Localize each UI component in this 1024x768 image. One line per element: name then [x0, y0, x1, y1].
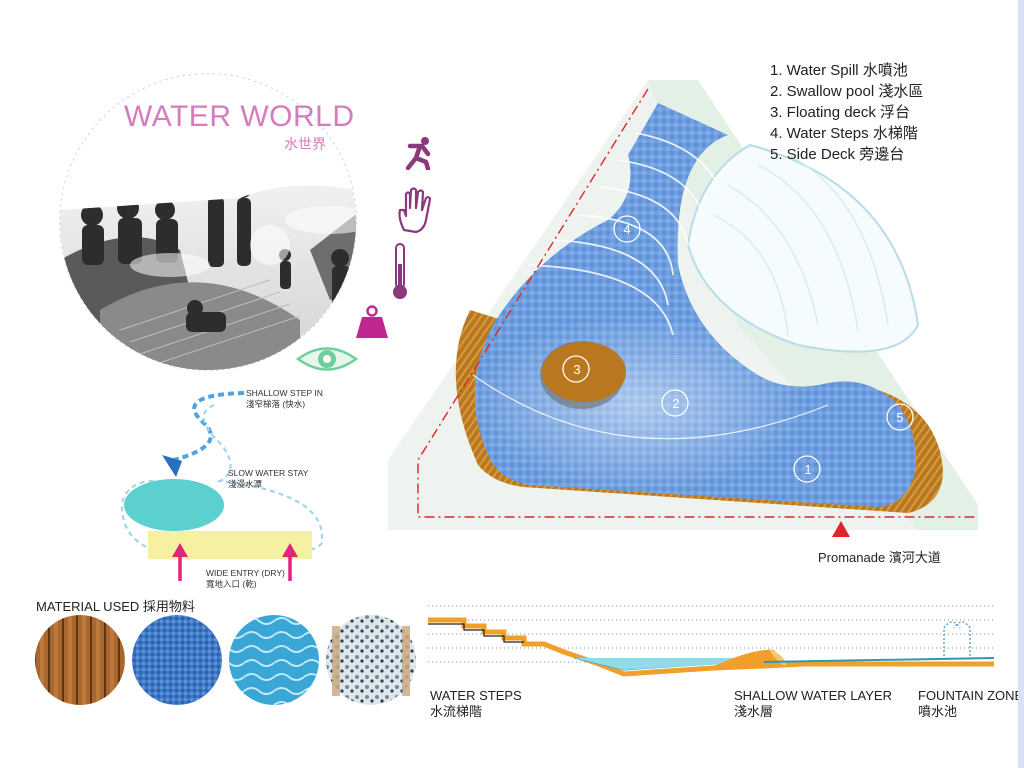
section-fountain: FOUNTAIN ZONE 噴水池: [918, 688, 1023, 720]
legend-item-3: 3. Floating deck 浮台: [770, 104, 911, 121]
legend-item-2: 2. Swallow pool 淺水區: [770, 83, 924, 100]
slow-stay-zh: 淺漫水潭: [228, 479, 263, 489]
section-water-steps: WATER STEPS 水流梯階: [430, 688, 522, 720]
materials-title: MATERIAL USED 採用物料: [36, 599, 195, 614]
hand-icon: [398, 187, 432, 234]
promenade-label: Promanade 濱河大道: [818, 550, 941, 565]
legend-item-1: 1. Water Spill 水噴池: [770, 62, 908, 79]
section-water-steps-en: WATER STEPS: [430, 688, 522, 703]
thermometer-icon: [393, 243, 407, 299]
blue-mosaic-icon: [132, 615, 222, 705]
step-in-zh: 淺窄梯落 (快水): [246, 399, 306, 409]
section-water-steps-zh: 水流梯階: [430, 704, 483, 719]
section-shallow: SHALLOW WATER LAYER 淺水層: [734, 688, 892, 720]
wide-entry-zh: 寬地入口 (乾): [206, 579, 257, 589]
wide-entry-label: WIDE ENTRY (DRY) 寬地入口 (乾): [206, 568, 285, 590]
marker-label-2: 2: [672, 396, 680, 411]
eye-icon: [296, 347, 358, 371]
page-title: WATER WORLD: [124, 100, 355, 133]
step-in-en: SHALLOW STEP IN: [246, 388, 323, 398]
weight-icon: [356, 305, 388, 338]
section-shallow-zh: 淺水層: [734, 704, 774, 719]
legend-item-4: 4. Water Steps 水梯階: [770, 125, 918, 142]
wide-entry-en: WIDE ENTRY (DRY): [206, 568, 285, 578]
marker-label-5: 5: [896, 410, 904, 425]
marker-label-1: 1: [804, 462, 812, 477]
slow-stay-label: SLOW WATER STAY 淺漫水潭: [228, 468, 308, 490]
marker-label-4: 4: [623, 222, 631, 237]
section-fountain-zh: 噴水池: [918, 704, 958, 719]
pebble-terrazzo-icon: [326, 615, 416, 705]
slow-stay-en: SLOW WATER STAY: [228, 468, 309, 478]
section-fountain-en: FOUNTAIN ZONE: [918, 688, 1024, 703]
marker-label-3: 3: [573, 362, 581, 377]
section-drawing: [428, 605, 995, 677]
step-in-label: SHALLOW STEP IN 淺窄梯落 (快水): [246, 388, 323, 410]
running-person-icon: [405, 137, 431, 170]
page-title-zh: 水世界: [284, 136, 326, 152]
wood-deck-icon: [35, 615, 125, 705]
water-surface-icon: [229, 615, 319, 705]
legend-item-5: 5. Side Deck 旁邊台: [770, 146, 905, 163]
photo-circle: [59, 73, 357, 371]
material-swatches: [35, 615, 416, 705]
flow-diagram: [120, 391, 324, 581]
legend: 1. Water Spill 水噴池 2. Swallow pool 淺水區 3…: [770, 60, 923, 165]
section-shallow-en: SHALLOW WATER LAYER: [734, 688, 892, 703]
page-edge: [1018, 0, 1024, 768]
